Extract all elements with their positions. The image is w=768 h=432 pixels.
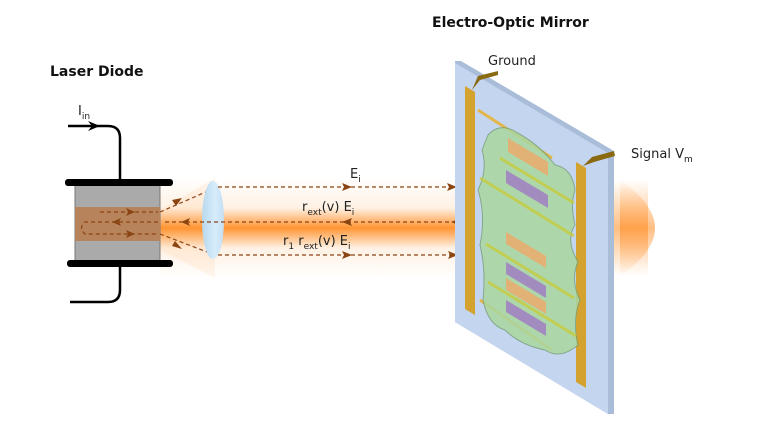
- ground-wire: [472, 71, 498, 90]
- current-wire: [68, 121, 122, 304]
- mirror-title: Electro-Optic Mirror: [432, 15, 589, 31]
- lens: [202, 181, 224, 259]
- ground-label: Ground: [488, 54, 536, 69]
- signal-wire: [583, 151, 615, 166]
- electro-optic-mirror: [455, 61, 615, 414]
- laser-diode-title: Laser Diode: [50, 64, 144, 80]
- beam-cone: [160, 178, 215, 278]
- top-electrode: [65, 179, 173, 186]
- transmitted-beam-core: [608, 180, 648, 276]
- active-region: [477, 127, 581, 355]
- cavity-arrow-icons: [112, 198, 190, 249]
- laser-diode: [65, 179, 173, 267]
- feedback-field-label: r1 rext(v) Ei: [283, 234, 351, 252]
- reflected-field-label: rext(v) Ei: [302, 200, 354, 218]
- incident-field-label: Ei: [350, 167, 361, 185]
- signal-electrode: [576, 162, 586, 388]
- current-arrow-icon: [88, 121, 100, 131]
- modulator-stripes: [479, 138, 577, 338]
- ground-electrode: [465, 86, 475, 315]
- current-label: Iin: [78, 104, 90, 122]
- bottom-electrode: [67, 260, 173, 267]
- signal-label: Signal Vm: [631, 147, 693, 165]
